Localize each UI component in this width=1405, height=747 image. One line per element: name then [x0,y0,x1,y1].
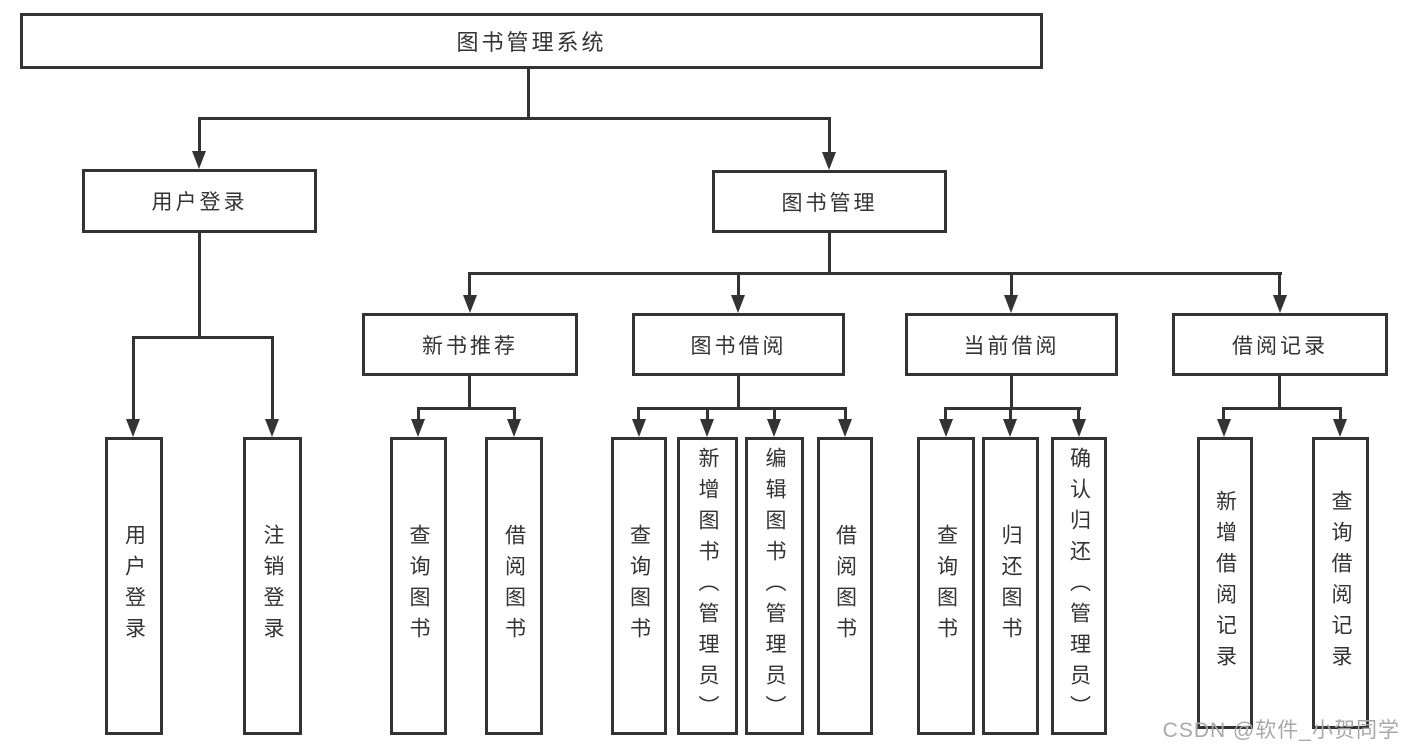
leaf-label: 查询图书 [934,524,958,648]
connector-line [1010,272,1013,297]
connector-line [1077,407,1080,421]
connector-line [271,336,274,421]
leaf-label: 查询图书 [627,524,651,648]
arrowhead-icon [731,295,745,313]
connector-line [844,407,847,421]
leaf-query-borrow-record: 查询借阅记录 [1312,437,1369,729]
arrowhead-icon [1072,419,1086,437]
arrowhead-icon [265,419,279,437]
connector-line [198,117,831,120]
arrowhead-icon [1217,419,1231,437]
leaf-confirm-return-admin: 确认归还（管理员） [1051,437,1107,735]
node-current-borrow-label: 当前借阅 [963,334,1060,358]
connector-line [637,407,847,410]
leaf-label: 新增图书（管理员） [696,446,719,726]
leaf-query-book-borrow: 查询图书 [611,437,667,735]
arrowhead-icon [939,419,953,437]
arrowhead-icon [1333,419,1347,437]
arrowhead-icon [632,419,646,437]
arrowhead-icon [507,419,521,437]
connector-line [513,407,516,421]
connector-line [1339,407,1342,421]
leaf-label: 查询借阅记录 [1329,490,1352,676]
arrowhead-icon [700,419,714,437]
connector-line [1009,407,1012,421]
leaf-label: 新增借阅记录 [1213,490,1237,676]
connector-line [468,272,471,297]
arrowhead-icon [411,419,425,437]
leaf-user-login: 用户登录 [105,437,163,735]
csdn-watermark: CSDN @软件_小贺同学 [1162,719,1400,742]
connector-line [944,407,1081,410]
connector-line [1010,376,1013,410]
leaf-query-book-current: 查询图书 [917,437,975,735]
connector-line [417,407,420,421]
connector-line [527,69,530,120]
connector-line [706,407,709,421]
leaf-edit-book-admin: 编辑图书（管理员） [745,437,804,735]
connector-line [737,272,740,297]
arrowhead-icon [1004,295,1018,313]
leaf-label: 注销登录 [261,524,284,648]
connector-line [468,376,471,410]
connector-line [737,376,740,410]
node-borrow-records-label: 借阅记录 [1232,334,1328,358]
arrowhead-icon [192,151,206,169]
connector-line [198,233,201,339]
connector-line [1222,407,1225,421]
leaf-label: 编辑图书（管理员） [763,446,786,726]
arrowhead-icon [767,419,781,437]
arrowhead-icon [838,419,852,437]
leaf-label: 用户登录 [122,524,146,648]
connector-line [828,233,831,275]
node-book-mgmt: 图书管理 [712,170,947,233]
leaf-add-book-admin: 新增图书（管理员） [677,437,738,735]
node-new-book-rec-label: 新书推荐 [422,334,518,358]
node-book-mgmt-label: 图书管理 [781,191,878,215]
leaf-add-borrow-record: 新增借阅记录 [1197,437,1253,729]
connector-line [828,117,831,154]
leaf-query-book-newrec: 查询图书 [390,437,447,735]
node-borrow-records: 借阅记录 [1172,313,1388,376]
connector-line [944,407,947,421]
leaf-label: 借阅图书 [833,524,857,648]
connector-line [132,336,274,339]
connector-line [773,407,776,421]
arrowhead-icon [1003,419,1017,437]
arrowhead-icon [463,295,477,313]
node-user-login-label: 用户登录 [151,191,248,214]
leaf-borrow-book-borrow: 借阅图书 [817,437,873,735]
arrowhead-icon [126,419,140,437]
connector-line [637,407,640,421]
leaf-label: 查询图书 [407,524,430,648]
node-new-book-rec: 新书推荐 [362,313,578,376]
leaf-return-book: 归还图书 [982,437,1039,735]
node-root: 图书管理系统 [20,13,1043,69]
leaf-logout: 注销登录 [243,437,302,735]
node-current-borrow: 当前借阅 [905,313,1118,376]
connector-line [417,407,516,410]
node-book-borrow-label: 图书借阅 [690,334,787,358]
leaf-label: 借阅图书 [502,524,526,648]
node-user-login: 用户登录 [82,169,317,233]
connector-line [1222,407,1342,410]
leaf-label: 归还图书 [999,524,1022,648]
leaf-label: 确认归还（管理员） [1067,446,1091,726]
connector-line [132,336,135,421]
arrowhead-icon [822,152,836,170]
connector-line [1278,272,1281,297]
leaf-borrow-book-newrec: 借阅图书 [485,437,543,735]
node-book-borrow: 图书借阅 [632,313,845,376]
connector-line [198,117,201,153]
connector-line [468,272,1282,275]
node-root-label: 图书管理系统 [456,30,607,55]
arrowhead-icon [1273,295,1287,313]
connector-line [1278,376,1281,410]
